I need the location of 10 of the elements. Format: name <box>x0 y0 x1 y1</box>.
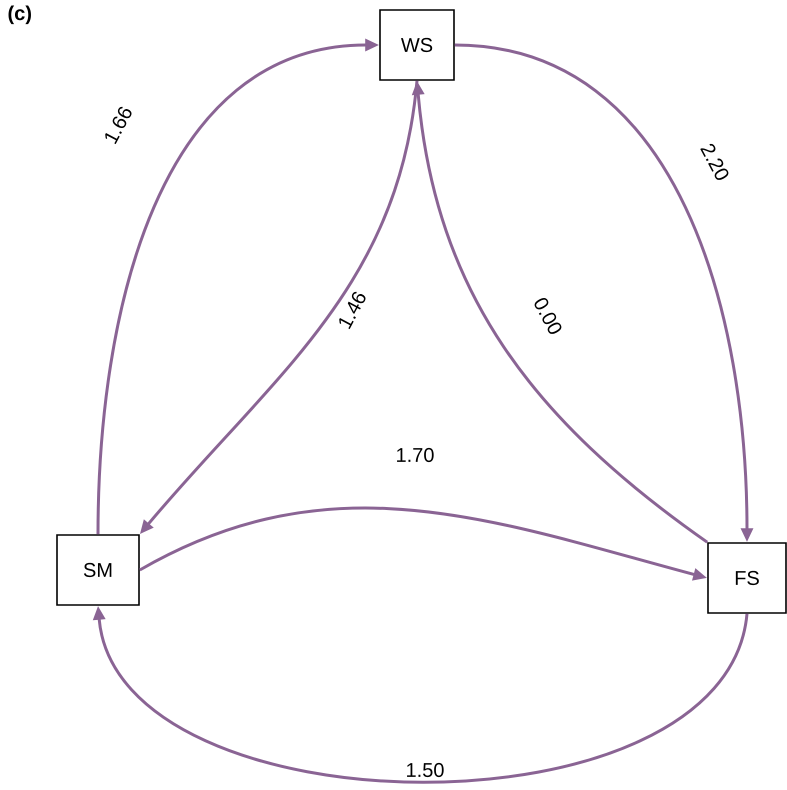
panel-label: (c) <box>8 6 31 24</box>
node-box: SM <box>56 534 140 606</box>
edge-label: 2.20 <box>696 138 734 186</box>
edge-label: 1.50 <box>404 760 446 780</box>
node-box: WS <box>379 9 455 81</box>
edge-label: 1.46 <box>334 286 370 334</box>
edge-label: 0.00 <box>530 292 566 340</box>
node-box: FS <box>707 542 787 614</box>
edge-label: 1.70 <box>394 446 436 464</box>
edge-label: 1.66 <box>100 102 136 148</box>
